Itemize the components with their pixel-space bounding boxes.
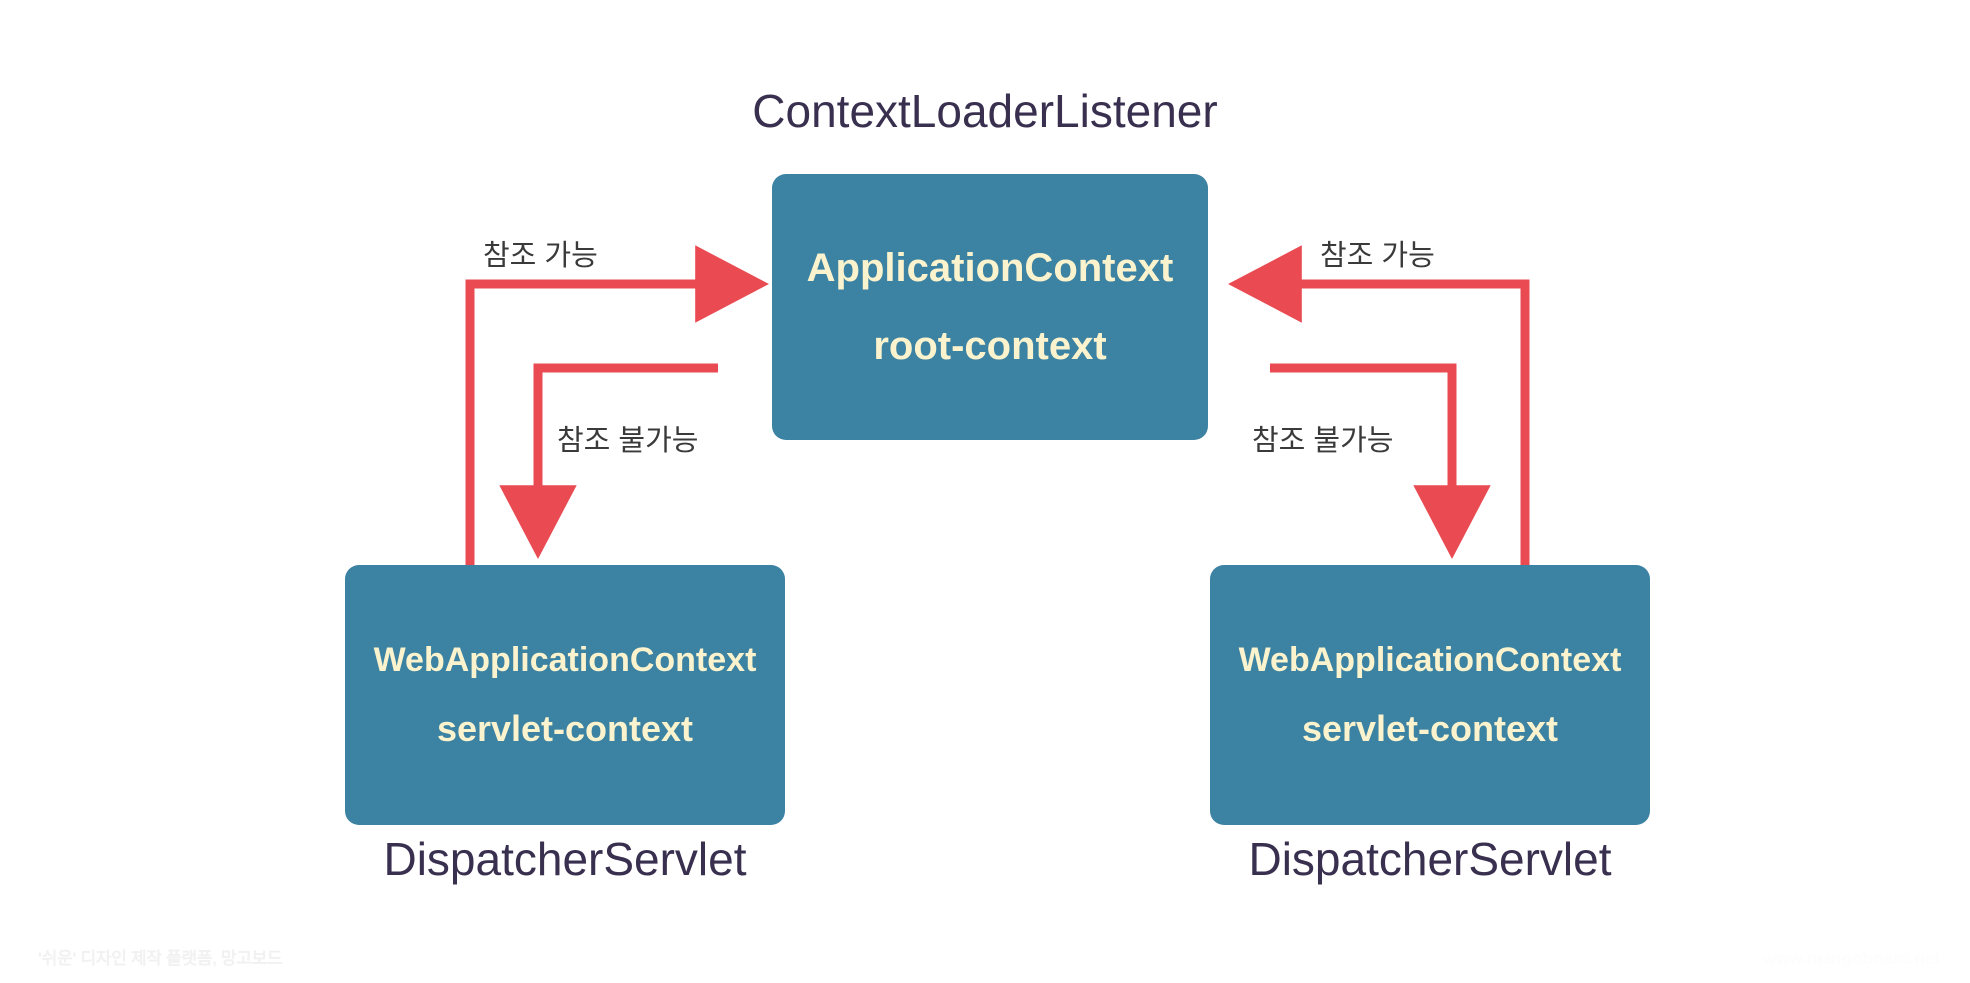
page-title: ContextLoaderListener bbox=[752, 85, 1218, 137]
arrow-label-right-not-referable: 참조 불가능 bbox=[1252, 425, 1394, 457]
arrow-label-left-referable: 참조 가능 bbox=[483, 240, 598, 272]
left-servlet-primary-label: WebApplicationContext bbox=[373, 640, 757, 679]
left-servlet-context-box[interactable]: WebApplicationContext servlet-context bbox=[345, 565, 785, 825]
footer-tagline: '쉬운' 디자인 제작 플랫폼, 망고보드 bbox=[38, 949, 283, 968]
right-servlet-secondary-label: servlet-context bbox=[1301, 707, 1559, 749]
root-context-box[interactable]: ApplicationContext root-context bbox=[772, 174, 1208, 440]
left-servlet-secondary-label: servlet-context bbox=[436, 707, 694, 749]
footer-website-url: www.mangoboard.net bbox=[1763, 949, 1940, 968]
arrow-label-right-referable: 참조 가능 bbox=[1320, 240, 1435, 272]
right-dispatcher-servlet-caption: DispatcherServlet bbox=[1248, 833, 1612, 885]
root-context-primary-label: ApplicationContext bbox=[806, 246, 1174, 290]
arrow-label-left-not-referable: 참조 불가능 bbox=[557, 425, 699, 457]
right-servlet-primary-label: WebApplicationContext bbox=[1238, 640, 1622, 679]
root-context-secondary-label: root-context bbox=[873, 324, 1107, 368]
right-servlet-context-box[interactable]: WebApplicationContext servlet-context bbox=[1210, 565, 1650, 825]
left-dispatcher-servlet-caption: DispatcherServlet bbox=[383, 833, 747, 885]
